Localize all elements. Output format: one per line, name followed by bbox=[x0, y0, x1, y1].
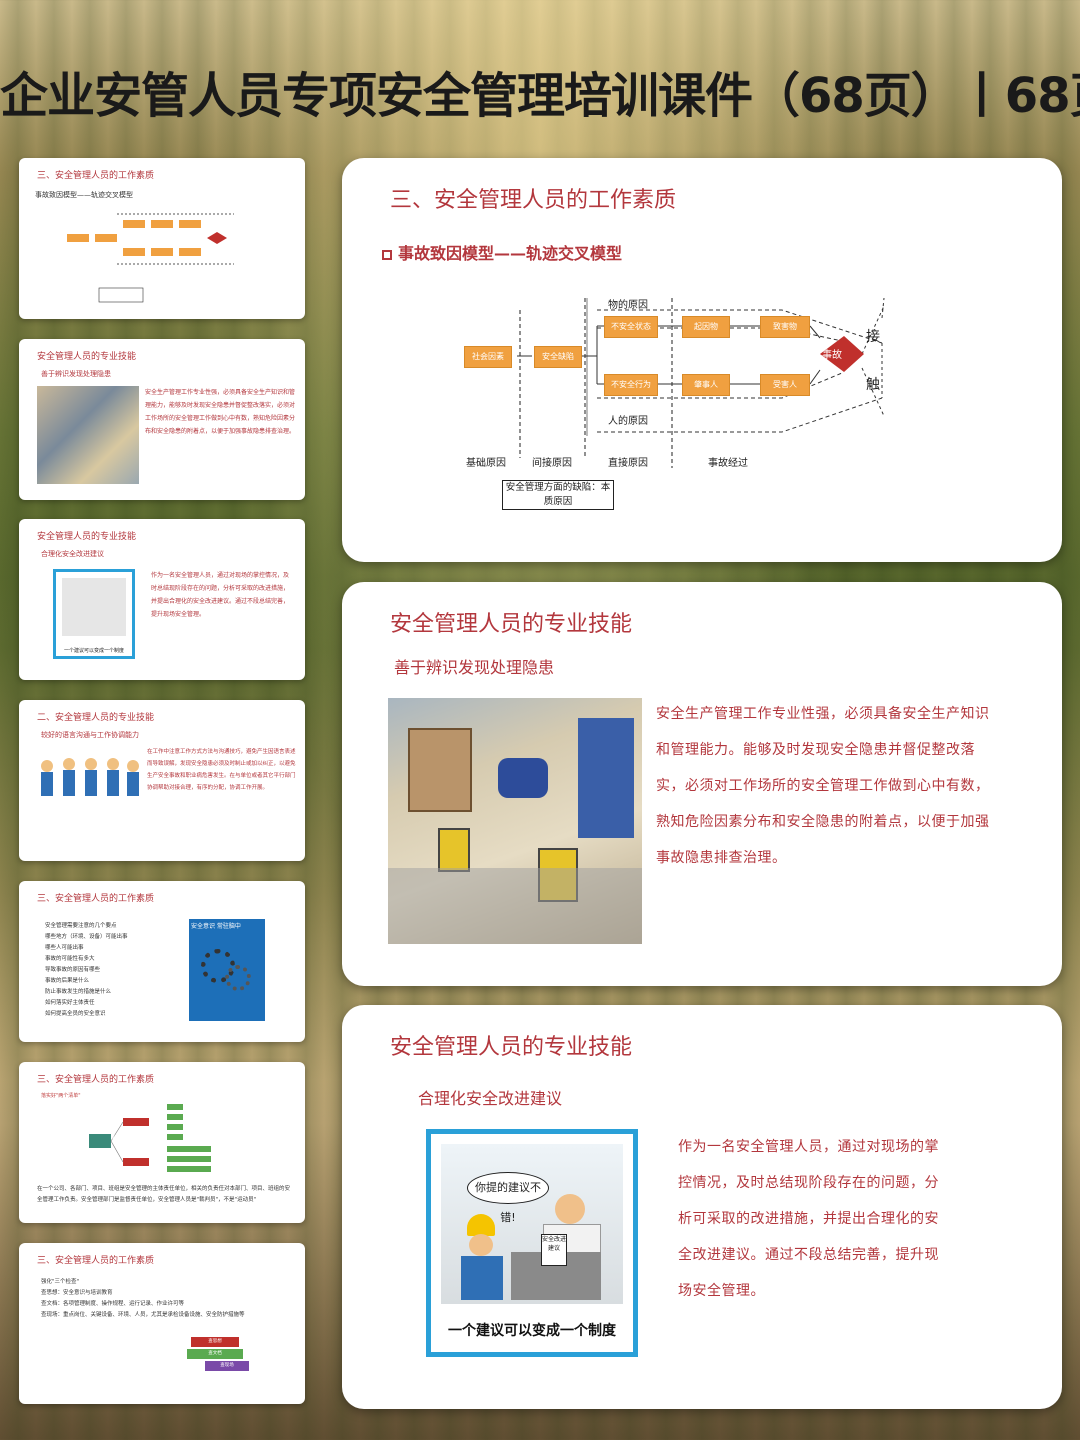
thumbnail-title: 三、安全管理人员的工作素质 bbox=[37, 171, 155, 181]
square-bullet-icon bbox=[382, 249, 392, 260]
slide-subtitle: 合理化安全改进建议 bbox=[418, 1089, 563, 1108]
box-safety-defect: 安全缺陷 bbox=[534, 346, 582, 368]
box-management-defect: 安全管理方面的缺陷：本质原因 bbox=[502, 480, 614, 510]
label-indirect-cause: 间接原因 bbox=[532, 458, 572, 469]
label-human-cause: 人的原因 bbox=[608, 416, 648, 427]
thumbnail-list: 强化"三个检查" 查思想：安全意识与培训教育 查文档：各项管理制度、操作规程、运… bbox=[41, 1279, 245, 1318]
slide-improvement-suggestions: 安全管理人员的专业技能 合理化安全改进建议 你提的建议不错! 安全改进建议 一个… bbox=[342, 1005, 1062, 1409]
thumbnail-slide-7[interactable]: 三、安全管理人员的工作素质 强化"三个检查" 查思想：安全意识与培训教育 查文档… bbox=[19, 1243, 305, 1404]
box-harm-object: 致害物 bbox=[760, 316, 810, 338]
check-bar-3: 查现场 bbox=[205, 1361, 249, 1371]
box-unsafe-state: 不安全状态 bbox=[604, 316, 658, 338]
mini-diagram bbox=[67, 213, 234, 303]
slide-hazard-identification: 安全管理人员的专业技能 善于辨识发现处理隐患 安全生产管理工作专业性强，必须具备… bbox=[342, 582, 1062, 986]
thumbnail-slide-2[interactable]: 安全管理人员的专业技能 善于辨识发现处理隐患 安全生产管理工作专业性强，必须具备… bbox=[19, 339, 305, 500]
trajectory-cross-diagram: 事故 bbox=[517, 297, 885, 468]
thumbnail-title: 安全管理人员的专业技能 bbox=[37, 532, 137, 542]
label-direct-cause: 直接原因 bbox=[608, 458, 648, 469]
poster-caption: 一个建议可以变成一个制度 bbox=[448, 1323, 616, 1339]
workers-illustration bbox=[41, 758, 139, 796]
thumbnail-title: 安全管理人员的专业技能 bbox=[37, 352, 137, 362]
box-social-factor: 社会因素 bbox=[464, 346, 512, 368]
thumbnail-text: 作为一名安全管理人员，通过对现场的掌控情况，及时总结现阶段存在的问题，分析可采取… bbox=[151, 572, 290, 618]
thumbnail-slide-5[interactable]: 三、安全管理人员的工作素质 安全管理需要注意的几个要点 哪些地方（环境、设备）可… bbox=[19, 881, 305, 1042]
thumbnail-text: 安全生产管理工作专业性强，必须具备安全生产知识和管理能力，能够及时发现安全隐患并… bbox=[145, 389, 296, 435]
thumbnail-text: 在一个公司、各部门、项目、班组是安全管理的主体责任单位，相关的负责任对本部门、项… bbox=[37, 1186, 291, 1203]
slide-paragraph: 安全生产管理工作专业性强，必须具备安全生产知识和管理能力。能够及时发现安全隐患并… bbox=[656, 706, 990, 866]
speech-bubble: 你提的建议不错! bbox=[467, 1172, 549, 1224]
slide-title: 三、安全管理人员的工作素质 bbox=[390, 188, 677, 213]
box-unsafe-behavior: 不安全行为 bbox=[604, 374, 658, 396]
thumbnail-title: 三、安全管理人员的工作素质 bbox=[37, 1075, 155, 1085]
slide-subtitle: 善于辨识发现处理隐患 bbox=[394, 658, 555, 677]
thumbnail-subtitle: 事故致因模型——轨迹交叉模型 bbox=[35, 191, 133, 199]
suggestion-paper: 安全改进建议 bbox=[541, 1234, 567, 1266]
label-contact-1: 接 bbox=[866, 329, 880, 345]
box-perpetrator: 肇事人 bbox=[682, 374, 730, 396]
thumbnail-subtitle: 合理化安全改进建议 bbox=[41, 550, 104, 558]
mini-tree-chart bbox=[89, 1104, 211, 1172]
slide-paragraph: 作为一名安全管理人员，通过对现场的掌控情况，及时总结现阶段存在的问题，分析可采取… bbox=[678, 1139, 939, 1299]
thumbnail-title: 三、安全管理人员的工作素质 bbox=[37, 1256, 155, 1266]
thumbnail-slide-3[interactable]: 安全管理人员的专业技能 合理化安全改进建议 一个建议可以变成一个制度 作为一名安… bbox=[19, 519, 305, 680]
brain-gears-poster: 安全意识 常驻脑中 bbox=[189, 919, 265, 1021]
slide-subtitle: 事故致因模型——轨迹交叉模型 bbox=[382, 240, 622, 264]
suggestion-poster: 你提的建议不错! 安全改进建议 一个建议可以变成一个制度 bbox=[426, 1129, 638, 1357]
thumbnail-list: 安全管理需要注意的几个要点 哪些地方（环境、设备）可能出事 哪些人可能出事 事故… bbox=[45, 923, 128, 1017]
helmet-icon bbox=[467, 1214, 495, 1236]
label-contact-2: 触 bbox=[866, 377, 880, 393]
thumbnail-slide-4[interactable]: 二、安全管理人员的专业技能 较好的语言沟通与工作协调能力 在工作中注意工作方式方… bbox=[19, 700, 305, 861]
label-basic-cause: 基础原因 bbox=[466, 458, 506, 469]
poster-illustration: 一个建议可以变成一个制度 bbox=[53, 569, 135, 659]
page-title: 企业安管人员专项安全管理培训课件（68页）丨68页 bbox=[0, 68, 1080, 124]
thumbnail-slide-6[interactable]: 三、安全管理人员的工作素质 落实好"两个清单" 落实两个清单 在一个公司、各部门… bbox=[19, 1062, 305, 1223]
label-object-cause: 物的原因 bbox=[608, 300, 648, 311]
warehouse-illustration bbox=[388, 698, 642, 944]
check-bar-2: 查文档 bbox=[187, 1349, 243, 1359]
thumbnail-text: 在工作中注意工作方式方法与沟通技巧，避免产生因语言表述而导致误解，发现安全隐患必… bbox=[147, 749, 296, 791]
thumbnail-slide-1[interactable]: 三、安全管理人员的工作素质 事故致因模型——轨迹交叉模型 bbox=[19, 158, 305, 319]
label-accident-process: 事故经过 bbox=[708, 458, 748, 469]
thumbnail-title: 三、安全管理人员的工作素质 bbox=[37, 894, 155, 904]
box-victim: 受害人 bbox=[760, 374, 810, 396]
slide-accident-model: 三、安全管理人员的工作素质 事故致因模型——轨迹交叉模型 事故 社会因素 安全缺… bbox=[342, 158, 1062, 562]
box-origin-object: 起因物 bbox=[682, 316, 730, 338]
check-bar-1: 查思想 bbox=[191, 1337, 239, 1347]
slide-title: 安全管理人员的专业技能 bbox=[390, 1035, 633, 1060]
thumbnail-subtitle: 较好的语言沟通与工作协调能力 bbox=[41, 731, 139, 739]
thumbnail-subtitle: 善于辨识发现处理隐患 bbox=[41, 370, 111, 378]
thumbnail-subtitle: 落实好"两个清单" bbox=[41, 1093, 81, 1099]
thumbnail-title: 二、安全管理人员的专业技能 bbox=[37, 713, 155, 723]
slide-title: 安全管理人员的专业技能 bbox=[390, 612, 633, 637]
warehouse-illustration bbox=[37, 386, 139, 484]
accident-node: 事故 bbox=[822, 348, 842, 361]
